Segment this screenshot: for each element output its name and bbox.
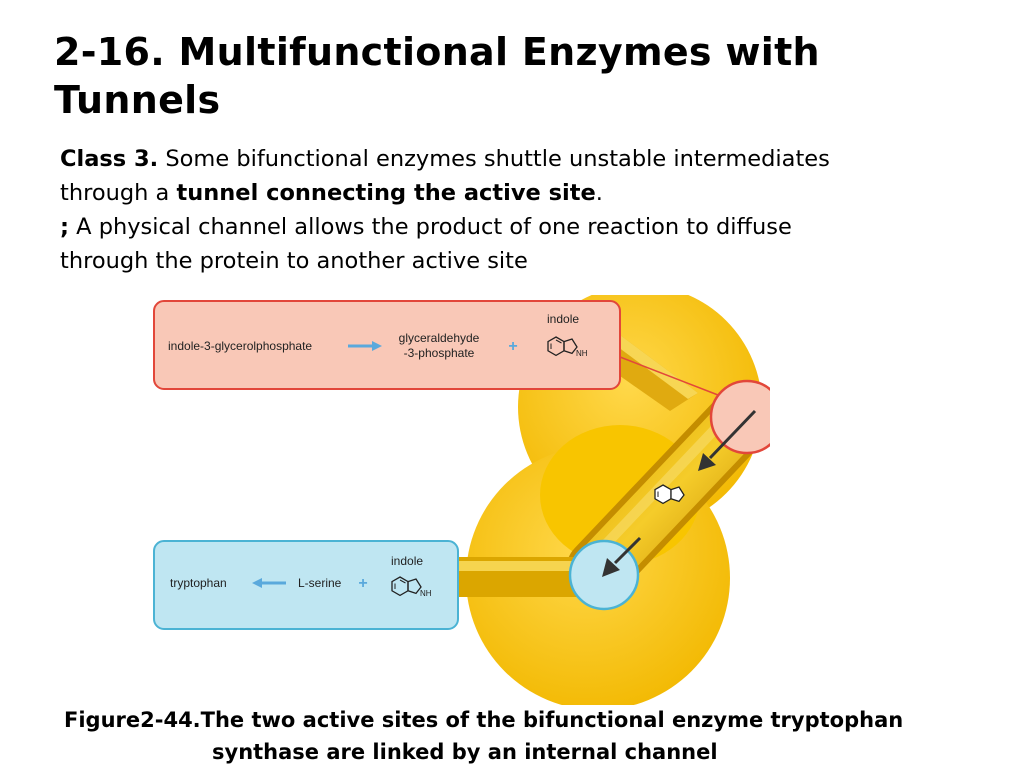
- body-line-2: through a tunnel connecting the active s…: [60, 176, 1000, 210]
- substrate-label: indole-3-glycerolphosphate: [168, 339, 312, 353]
- body-line-4: through the protein to another active si…: [60, 248, 528, 274]
- indole-label-top: indole: [547, 312, 579, 326]
- semicolon-prefix: ;: [60, 214, 69, 240]
- svg-text:NH: NH: [576, 349, 588, 358]
- body-text: Class 3. Some bifunctional enzymes shutt…: [60, 142, 1000, 278]
- reaction-arrowhead-top: [372, 341, 382, 351]
- class-label: Class 3.: [60, 146, 159, 172]
- tunnel-arrowhead-lower: [602, 558, 620, 577]
- bottom-reaction-box: tryptophan L-serine + indole NH: [153, 540, 459, 630]
- tunnel-arrow-upper: [708, 409, 757, 460]
- indole-structure-icon: NH: [547, 336, 588, 358]
- top-entry-channel: [610, 335, 698, 411]
- body-line-2-pre: through a: [60, 180, 177, 206]
- figure-caption: Figure2-44.The two active sites of the b…: [30, 704, 1024, 768]
- top-site-connector: [619, 356, 719, 396]
- svg-text:NH: NH: [420, 589, 432, 598]
- body-line-2-post: .: [595, 180, 603, 206]
- top-reaction-box: indole-3-glycerolphosphate glyceraldehyd…: [153, 300, 621, 390]
- indole-in-tunnel-icon: [654, 484, 685, 505]
- tunnel-arrowhead-upper: [698, 453, 716, 471]
- tunnel-emphasis: tunnel connecting the active site: [176, 180, 596, 206]
- caption-line-1: Figure2-44.The two active sites of the b…: [64, 708, 904, 732]
- body-line-3: ; A physical channel allows the product …: [60, 210, 1000, 244]
- reaction-arrowhead-bottom: [252, 578, 262, 588]
- plus-sign-bottom: +: [358, 575, 367, 592]
- indole-structure-bottom-icon: NH: [391, 576, 432, 598]
- body-line-1: Class 3. Some bifunctional enzymes shutt…: [60, 142, 1000, 176]
- plus-sign-top: +: [508, 338, 517, 355]
- l-serine-label: L-serine: [298, 576, 342, 590]
- body-line-3-text: A physical channel allows the product of…: [69, 214, 792, 240]
- tunnel-arrow-lower: [613, 536, 642, 565]
- tryptophan-synthase-diagram: indole-3-glycerolphosphate glyceraldehyd…: [153, 295, 770, 705]
- body-line-1-text: Some bifunctional enzymes shuttle unstab…: [158, 146, 830, 172]
- top-active-site: [709, 379, 770, 455]
- tryptophan-label: tryptophan: [170, 576, 227, 590]
- product1-line1: glyceraldehyde: [399, 331, 480, 345]
- product1-line2: -3-phosphate: [404, 346, 475, 360]
- caption-line-2: synthase are linked by an internal chann…: [212, 740, 718, 764]
- indole-label-bottom: indole: [391, 554, 423, 568]
- slide-title: 2-16. Multifunctional Enzymes with Tunne…: [54, 30, 820, 122]
